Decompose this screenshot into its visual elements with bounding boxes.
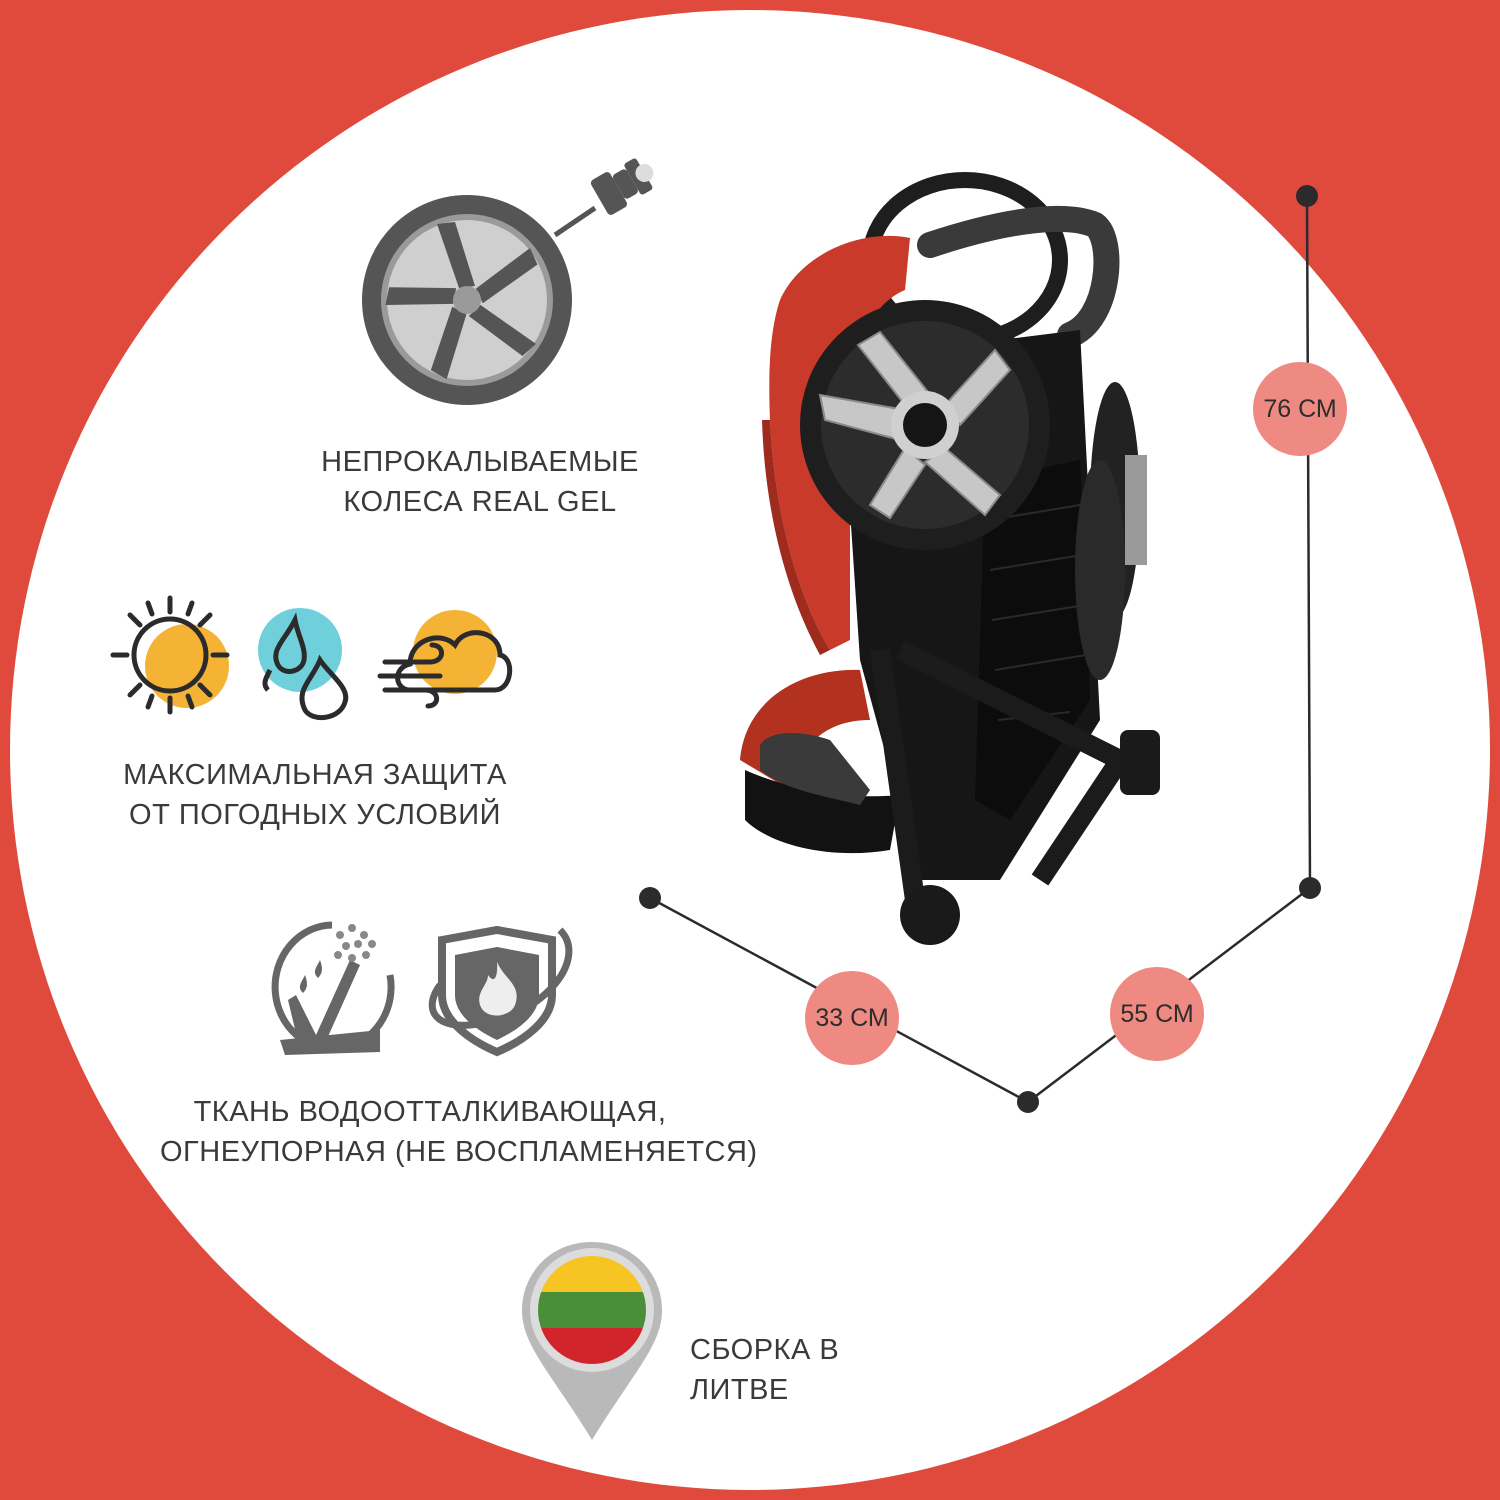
height-badge: 76 СМ	[1253, 362, 1347, 456]
fabric-caption: ТКАНЬ ВОДООТТАЛКИВАЮЩАЯ, ОГНЕУПОРНАЯ (НЕ…	[160, 1092, 758, 1172]
wheels-caption-line1: НЕПРОКАЛЫВАЕМЫЕ	[321, 446, 639, 478]
white-circle-background	[10, 10, 1490, 1490]
fabric-caption-line2: ОГНЕУПОРНАЯ (НЕ ВОСПЛАМЕНЯЕТСЯ)	[160, 1136, 758, 1168]
origin-caption: СБОРКА В ЛИТВЕ	[690, 1334, 840, 1406]
depth-badge: 33 СМ	[805, 971, 899, 1065]
weather-caption: МАКСИМАЛЬНАЯ ЗАЩИТА ОТ ПОГОДНЫХ УСЛОВИЙ	[100, 755, 530, 835]
wheels-caption: НЕПРОКАЛЫВАЕМЫЕ КОЛЕСА REAL GEL	[300, 442, 660, 522]
wheels-caption-line2: КОЛЕСА REAL GEL	[343, 486, 617, 518]
width-badge: 55 СМ	[1110, 967, 1204, 1061]
weather-caption-line2: ОТ ПОГОДНЫХ УСЛОВИЙ	[129, 799, 501, 831]
weather-caption-line1: МАКСИМАЛЬНАЯ ЗАЩИТА	[123, 759, 507, 791]
fabric-caption-line1: ТКАНЬ ВОДООТТАЛКИВАЮЩАЯ,	[193, 1096, 667, 1128]
